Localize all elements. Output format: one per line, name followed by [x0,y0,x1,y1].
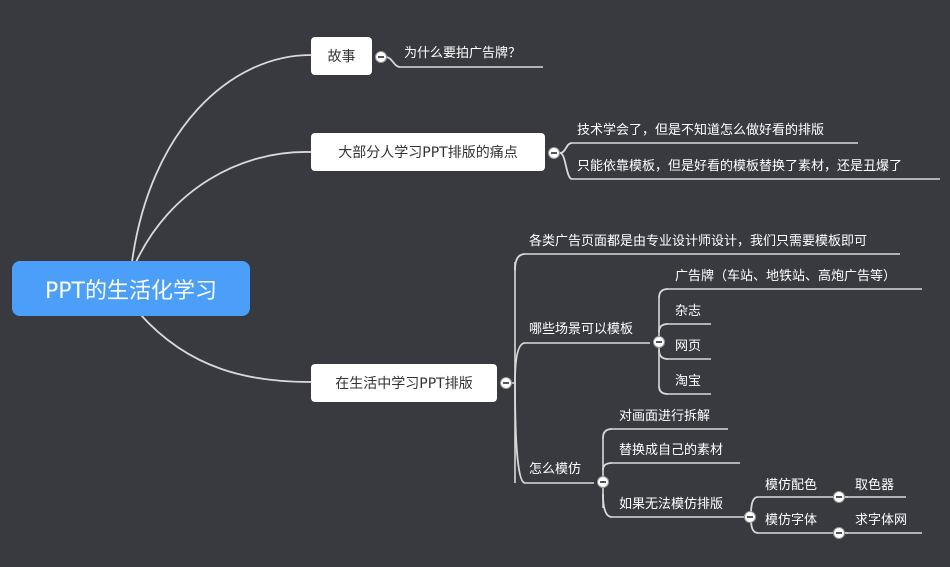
topic-story[interactable]: 故事 [311,37,372,75]
collapse-toggle-scenes[interactable] [653,336,665,348]
edge-pain-child1 [559,142,573,154]
edge-root-life [139,313,312,383]
subtopic-life-scenes[interactable]: 哪些场景可以模板 [529,322,634,337]
subtopic-pain-2[interactable]: 只能依靠模板，但是好看的模板替换了素材，还是丑爆了 [577,159,903,174]
imitate-font[interactable]: 模仿字体 [765,513,818,528]
edge-life-intro [514,253,526,271]
collapse-toggle-story[interactable] [375,51,387,63]
subtopic-life-imitate[interactable]: 怎么模仿 [529,462,582,477]
edge-pain-child2 [559,152,573,180]
subtopic-life-intro[interactable]: 各类广告页面都是由专业设计师设计，我们只需要模板即可 [529,234,868,249]
subtopic-story-why[interactable]: 为什么要拍广告牌？ [404,46,522,61]
scene-billboard[interactable]: 广告牌（车站、地铁站、高炮广告等） [675,269,897,284]
collapse-toggle-color[interactable] [833,491,845,503]
tool-font-finder[interactable]: 求字体网 [855,513,908,528]
collapse-toggle-pain[interactable] [548,147,560,159]
topic-life[interactable]: 在生活中学习PPT排版 [311,364,497,402]
imitate-step-replace[interactable]: 替换成自己的素材 [619,443,724,458]
imitate-color[interactable]: 模仿配色 [765,478,818,493]
imitate-step-deconstruct[interactable]: 对画面进行拆解 [619,409,711,424]
topic-pain[interactable]: 大部分人学习PPT排版的痛点 [311,133,545,171]
edge-story-child [385,56,401,68]
root-topic[interactable]: PPT的生活化学习 [12,261,250,316]
scene-taobao[interactable]: 淘宝 [675,374,702,389]
imitate-cannot[interactable]: 如果无法模仿排版 [619,497,724,512]
scene-magazine[interactable]: 杂志 [675,304,702,319]
collapse-toggle-font[interactable] [833,527,845,539]
edge-life-imitate [514,382,526,484]
edge-root-pain [135,151,312,263]
edge-root-story [131,54,312,263]
collapse-toggle-life[interactable] [500,377,512,389]
tool-color-picker[interactable]: 取色器 [855,478,895,493]
scene-webpage[interactable]: 网页 [675,339,702,354]
subtopic-pain-1[interactable]: 技术学会了，但是不知道怎么做好看的排版 [577,123,825,138]
edge-life-scenes [514,342,526,384]
collapse-toggle-imitate[interactable] [597,476,609,488]
collapse-toggle-cannot[interactable] [744,511,756,523]
